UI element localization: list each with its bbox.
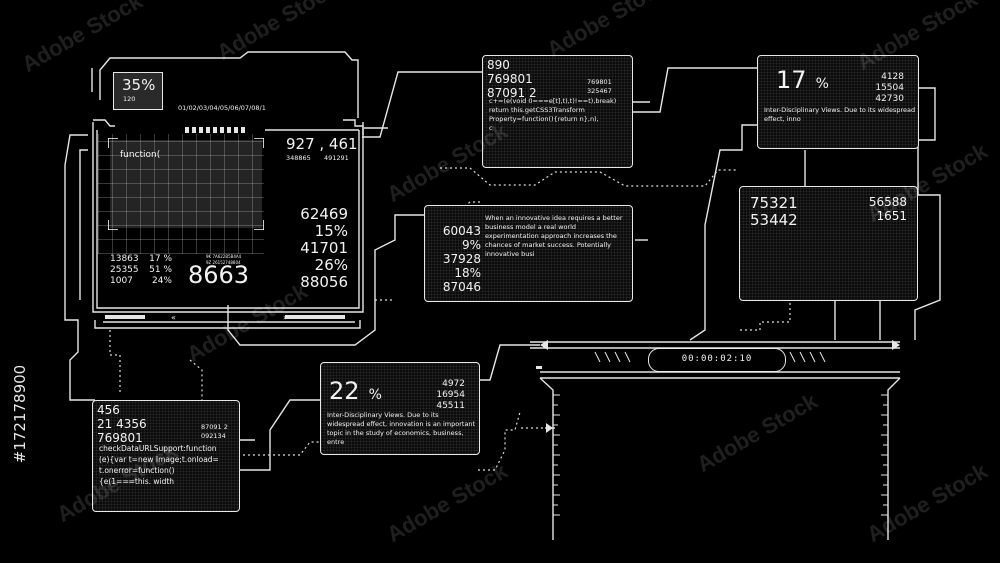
mid-number: 37928 <box>442 252 481 266</box>
bl-right-numbers: 87091 2 092134 <box>201 423 228 441</box>
mid-number: 87046 <box>442 280 481 294</box>
bl-number: 769801 <box>97 431 143 445</box>
right-number: 56588 <box>868 195 907 209</box>
mini-row-value: 1007 <box>110 276 133 286</box>
mini-row-percent: 24% <box>151 276 172 286</box>
svg-text:»: » <box>283 313 288 322</box>
panel-75321-left: 75321 53442 <box>750 195 798 229</box>
percent-number: 17 <box>776 66 807 94</box>
panel-17-number: 15504 <box>875 83 904 93</box>
big-number: 8663 <box>188 261 250 289</box>
bl-right-number: 092134 <box>201 432 226 440</box>
right-number: 1651 <box>876 209 907 223</box>
timer-value: 00:00:02:10 <box>681 354 753 364</box>
panel-17-number: 4128 <box>881 72 904 82</box>
panel-17-text: Inter-Disciplinary Views. Due to its wid… <box>764 106 916 123</box>
top-sub-left: 348865 <box>286 154 311 162</box>
mini-row-percent: 17 % <box>149 254 172 264</box>
panel-75321: 75321 53442 56588 1651 <box>739 186 918 301</box>
mini-row: 13863 17 % <box>110 254 172 265</box>
date-strip: 01/02/03/04/05/06/07/08/1 <box>178 104 266 112</box>
left-number: 75321 <box>750 194 798 212</box>
code-number: 890 <box>487 58 510 72</box>
svg-text:«: « <box>171 313 176 322</box>
mid-number: 60043 <box>442 224 481 238</box>
bl-numbers: 456 21 4356 769801 <box>97 403 147 445</box>
mini-row: 1007 24% <box>110 276 172 287</box>
mini-row-value: 25355 <box>110 265 139 275</box>
mini-row: 25355 51 % <box>110 265 172 276</box>
percent-box: 35% 120 <box>113 72 163 110</box>
stat-list: 62469 15% 41701 26% 88056 <box>278 206 348 291</box>
percent-unit: % <box>815 76 829 92</box>
panel-22-number: 45511 <box>436 401 465 411</box>
bottom-left-panel: 456 21 4356 769801 87091 2 092134 checkD… <box>92 400 240 512</box>
code-numbers: 890 769801 87091 2 <box>487 58 537 100</box>
side-id: #172178900 <box>11 364 29 464</box>
mid-number: 18% <box>454 266 481 280</box>
tiny-code: 9K 7A622B5B4A4 <box>206 254 242 259</box>
panel-75321-right: 56588 1651 <box>869 195 907 223</box>
panel-22-number: 4972 <box>442 379 465 389</box>
code-number: 769801 <box>487 72 533 86</box>
viewfinder <box>110 140 262 228</box>
tiny-codes: 9K 7A622B5B4A4 9Z 26152748804 <box>206 254 241 266</box>
function-label: function( <box>120 150 161 160</box>
bl-number: 456 <box>97 403 120 417</box>
code-text: c+=(e(void 0===e[t],t),t)!==t),break) re… <box>489 97 629 133</box>
top-value: 927 , 461 <box>286 135 358 153</box>
panel-22-value: 22 % <box>329 377 382 405</box>
stat-value: 62469 <box>300 205 348 223</box>
mini-table: 13863 17 % 25355 51 % 1007 24% <box>110 254 172 287</box>
code-line: return this.getCSS3Transform <box>489 106 585 114</box>
code-right-numbers: 769801 325467 <box>587 78 612 96</box>
panel-17-numbers: 4128 15504 42730 <box>875 72 904 105</box>
percent-value: 35% <box>122 76 156 94</box>
left-number: 53442 <box>750 211 798 229</box>
panel-22-number: 16954 <box>436 390 465 400</box>
top-sub-right: 491291 <box>324 154 349 162</box>
code-line: c+=(e(void 0===e[t],t),t)!==t),break) <box>489 97 617 105</box>
mid-number: 9% <box>461 238 481 252</box>
stat-value: 41701 <box>300 239 348 257</box>
stat-value: 88056 <box>300 273 348 291</box>
mini-row-value: 13863 <box>110 254 139 264</box>
timer-pill: 00:00:02:10 <box>648 348 786 372</box>
bl-code: checkDataURLSupport:function (e){var t=n… <box>99 444 219 486</box>
panel-22-text: Inter-Disciplinary Views. Due to its wid… <box>327 411 476 446</box>
monitor-frame: « » <box>92 119 364 323</box>
panel-17-value: 17 % <box>776 66 829 94</box>
bl-right-number: 87091 2 <box>201 423 228 431</box>
mid-text: When an innovative idea requires a bette… <box>485 214 623 258</box>
mini-row-percent: 51 % <box>149 265 172 275</box>
mid-panel: 60043 9% 37928 18% 87046 When an innovat… <box>424 205 633 302</box>
tiny-code: 9Z 26152748804 <box>206 260 241 265</box>
code-number: 87091 2 <box>487 86 537 100</box>
code-panel: 890 769801 87091 2 769801 325467 c+=(e(v… <box>482 55 633 168</box>
stat-value: 15% <box>314 222 348 240</box>
bl-number: 21 4356 <box>97 417 147 431</box>
percent-unit: % <box>368 387 382 403</box>
percent-sub: 120 <box>123 95 136 103</box>
percent-number: 22 <box>329 377 360 405</box>
stat-value: 26% <box>314 256 348 274</box>
panel-22-percent: 22 % 4972 16954 45511 Inter-Disciplinary… <box>320 362 480 455</box>
code-right-number: 325467 <box>587 87 612 95</box>
mid-numbers: 60043 9% 37928 18% 87046 <box>429 224 481 294</box>
panel-17-number: 42730 <box>875 94 904 104</box>
grid-area <box>98 134 264 254</box>
panel-22-numbers: 4972 16954 45511 <box>436 379 465 412</box>
code-right-number: 769801 <box>587 78 612 86</box>
code-line: Property=function(){return n},n), <box>489 115 599 123</box>
panel-17-percent: 17 % 4128 15504 42730 Inter-Disciplinary… <box>757 55 919 149</box>
code-line: c <box>489 124 493 132</box>
